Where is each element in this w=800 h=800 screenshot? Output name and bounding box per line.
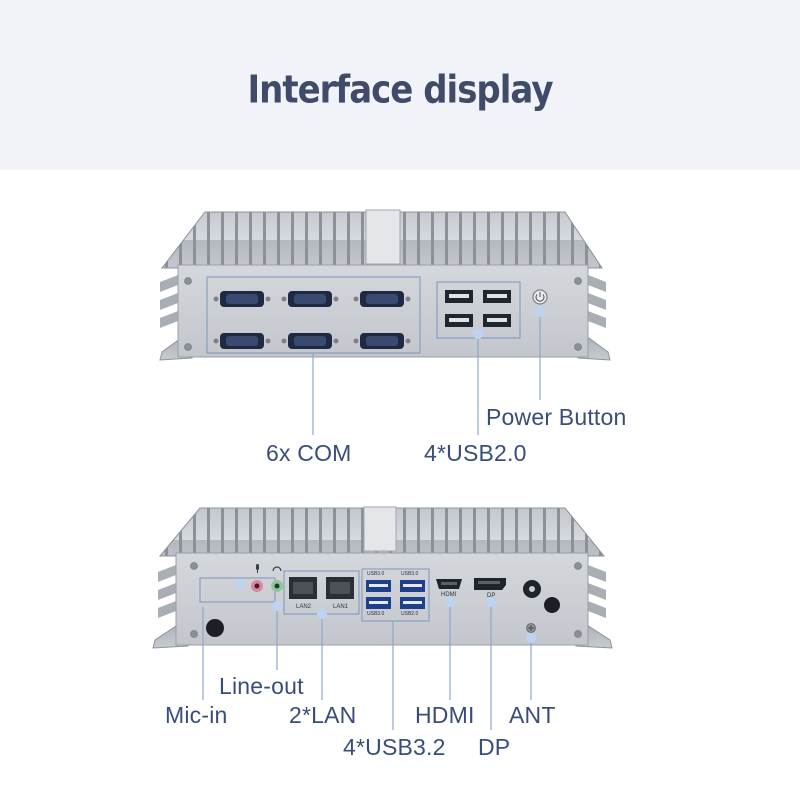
usb3-port[interactable] [400,580,425,592]
com-port [213,333,271,349]
line-out-jack[interactable] [271,580,283,592]
hdmi-port-label: HDMI [441,592,457,598]
usb30-bottom-left-label: USB3.0 [367,611,385,617]
bottom-screw-br [574,630,582,638]
top-screw-tl [184,277,192,285]
com-port [353,333,411,349]
bottom-center-rail [363,506,397,552]
usb3-port[interactable] [366,597,391,609]
usb3-group-box [361,568,430,622]
dc-in-port[interactable] [523,580,541,598]
bottom-side-fins-left [158,565,176,618]
bottom-screw-tr [574,562,582,570]
label-2-lan: 2*LAN [289,702,357,728]
leader-dot-hdmi [445,597,455,607]
usb3-ports [366,580,425,609]
usb2-port [445,314,473,327]
top-screw-br [574,343,582,351]
com-port [353,291,411,307]
top-screw-tr [574,277,582,285]
label-power-button: Power Button [486,404,627,430]
top-side-fins-left [160,275,178,328]
ground-screw-icon [526,623,536,633]
hdmi-port[interactable] [436,579,462,589]
com-port [281,291,339,307]
top-center-rail [365,209,401,265]
label-dp: DP [478,734,511,760]
antenna-knob-right [544,597,560,613]
lan2-port[interactable] [289,577,317,599]
headphone-icon [272,566,282,572]
bottom-side-fins-right [588,565,606,618]
usb2-ports [445,290,511,327]
antenna-knob-left [206,619,224,637]
com-ports [213,291,411,349]
usb20-bottom-right-label: USB2.0 [401,611,419,617]
usb2-port [483,314,511,327]
dp-port[interactable] [474,578,506,590]
mic-in-jack[interactable] [251,580,263,592]
top-side-fins-right [588,275,606,328]
usb30-top-left-label: USB3.0 [367,571,385,577]
usb30-top-right-label: USB3.0 [401,571,419,577]
usb2-port [445,290,473,303]
leader-dot-usb2 [473,329,483,339]
com-port [213,291,271,307]
leader-dot-ant [526,633,536,643]
dp-port-label: DP [487,593,496,599]
label-mic-in: Mic-in [165,702,228,728]
leader-dot-lan [317,609,327,619]
mic-icon [256,564,259,573]
top-device [159,209,611,435]
page-title: Interface display [247,67,553,113]
lan1-port[interactable] [326,577,354,599]
top-screw-bl [184,343,192,351]
power-button-icon[interactable] [532,289,548,305]
usb3-port[interactable] [400,597,425,609]
bottom-screw-bl [190,630,198,638]
label-6x-com: 6x COM [266,440,352,466]
lan2-port-label: LAN2 [296,604,312,610]
usb2-port [483,290,511,303]
bottom-device [152,506,613,730]
com-port [281,333,339,349]
label-ant: ANT [509,702,556,728]
bottom-screw-tl [190,562,198,570]
leader-dot-power [535,307,545,317]
header-band [0,0,800,170]
lan1-port-label: LAN1 [333,604,349,610]
label-hdmi: HDMI [415,702,475,728]
label-4-usb3: 4*USB3.2 [343,734,446,760]
leader-dot-mic [235,579,245,589]
label-line-out: Line-out [219,673,304,699]
usb3-port[interactable] [366,580,391,592]
leader-dot-dp [486,597,496,607]
leader-dot-lineout [272,601,282,611]
label-4-usb2: 4*USB2.0 [424,440,527,466]
